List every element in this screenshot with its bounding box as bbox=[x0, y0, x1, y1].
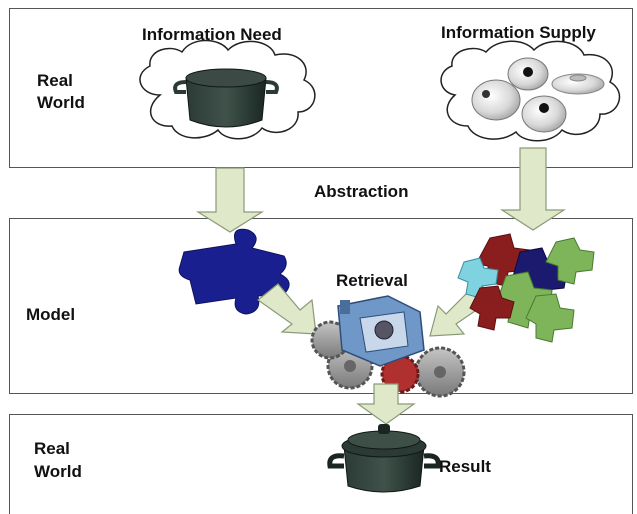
arrow-need-down bbox=[195, 167, 265, 233]
info-need-title: Information Need bbox=[142, 25, 282, 44]
lids-icon-supply bbox=[471, 57, 605, 133]
bottom-band-label-line2: World bbox=[34, 462, 82, 481]
top-band-label-line2: World bbox=[37, 93, 85, 112]
abstraction-label: Abstraction bbox=[314, 182, 409, 201]
arrow-retrieval-to-result bbox=[356, 383, 416, 425]
arrow-need-to-retrieval bbox=[257, 283, 317, 335]
arrow-supply-down bbox=[499, 147, 567, 231]
pot-icon-result bbox=[327, 424, 441, 493]
bottom-band-label-line1: Real bbox=[34, 439, 70, 458]
pot-icon-need bbox=[173, 68, 279, 128]
info-supply-title: Information Supply bbox=[441, 23, 596, 42]
real-world-band-bottom bbox=[9, 414, 633, 514]
retrieval-label: Retrieval bbox=[336, 271, 408, 290]
retrieval-machine-icon bbox=[310, 295, 466, 398]
puzzle-piece-need bbox=[178, 228, 290, 315]
puzzle-pile-supply bbox=[457, 233, 595, 343]
top-band-label-line1: Real bbox=[37, 71, 73, 90]
model-label: Model bbox=[26, 305, 76, 324]
result-label: Result bbox=[439, 457, 491, 476]
